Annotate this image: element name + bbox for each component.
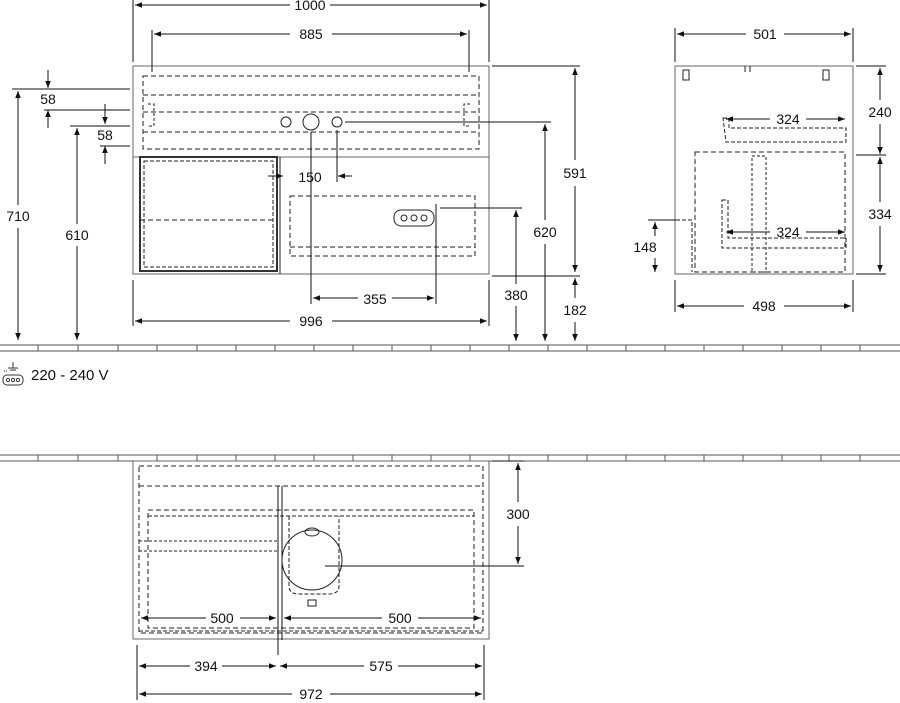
dim-355: 355 [363, 291, 387, 307]
dim-498: 498 [752, 298, 776, 314]
dim-591: 591 [563, 165, 587, 181]
dim-500-left: 500 [210, 610, 234, 626]
dim-334: 334 [868, 206, 892, 222]
dim-972: 972 [299, 686, 323, 702]
power-socket-icon [2, 362, 24, 386]
dim-710: 710 [6, 208, 30, 224]
dim-324-top: 324 [776, 111, 800, 127]
side-view [674, 65, 854, 275]
plan-dimension-lines [136, 460, 524, 700]
plan-view [132, 460, 490, 655]
voltage-label: 220 - 240 V [31, 367, 109, 384]
dim-324-bottom: 324 [776, 224, 800, 240]
dim-500-right: 500 [388, 610, 412, 626]
dim-150: 150 [298, 169, 322, 185]
dim-610: 610 [65, 227, 89, 243]
dim-58-lower: 58 [97, 127, 113, 143]
dim-380: 380 [504, 287, 528, 303]
floor-line-lower [0, 454, 900, 462]
dim-885: 885 [299, 26, 323, 42]
dim-1000: 1000 [294, 0, 325, 13]
dim-182: 182 [563, 302, 587, 318]
dim-394: 394 [194, 658, 218, 674]
dim-148: 148 [633, 239, 657, 255]
dim-501: 501 [753, 26, 777, 42]
side-dimension-lines [648, 28, 886, 312]
front-dimension-lines [12, 0, 580, 341]
dim-300: 300 [506, 506, 530, 522]
dim-575: 575 [369, 658, 393, 674]
dim-240: 240 [868, 104, 892, 120]
dim-58-top: 58 [40, 91, 56, 107]
floor-line-upper [0, 344, 900, 352]
dim-620: 620 [533, 224, 557, 240]
dim-996: 996 [299, 313, 323, 329]
